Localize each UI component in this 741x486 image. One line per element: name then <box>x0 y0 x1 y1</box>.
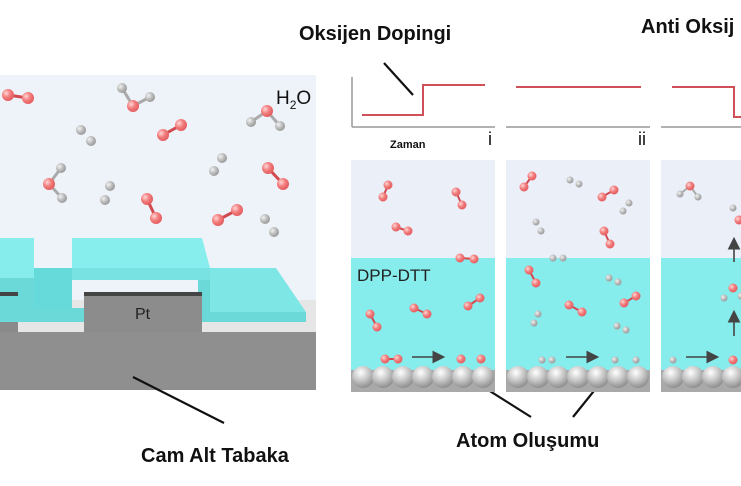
h2o-label-h: H <box>276 88 290 109</box>
oxygen-atom <box>728 355 738 365</box>
polymer-label: DPP-DTT <box>357 266 431 285</box>
o2-molecule <box>597 185 619 202</box>
doping-signal-step-down <box>672 86 741 118</box>
oh-fragment <box>729 204 741 225</box>
oxygen-doping-label: Oksijen Dopingi <box>299 23 452 45</box>
h2-molecule <box>566 176 583 188</box>
panel-i <box>351 160 495 392</box>
o2-molecule <box>365 309 382 332</box>
doping-pointer-line <box>383 62 414 96</box>
surface-atoms <box>662 366 741 388</box>
doping-profile-iii <box>661 86 741 128</box>
o2-molecule <box>455 253 479 264</box>
h2o-label-sub: 2 <box>289 97 297 112</box>
doping-signal-step-up <box>362 84 485 116</box>
adsorbed-o2 <box>380 354 403 364</box>
h2-molecule <box>100 181 115 205</box>
o2-molecule <box>262 162 289 190</box>
o2-molecule <box>409 303 432 319</box>
glass-substrate-front <box>0 330 316 390</box>
polymer-top-main <box>72 238 210 268</box>
h2-molecule <box>530 310 542 327</box>
h2-molecule <box>605 274 622 286</box>
h2-molecule <box>549 254 567 262</box>
polymer-right-slab <box>210 268 306 312</box>
hydrogen-atom <box>611 356 619 364</box>
atom-formation-label: Atom Oluşumu <box>456 430 600 452</box>
polymer-channel <box>34 268 72 308</box>
h2o-molecule <box>43 163 67 203</box>
air-molecules <box>2 83 289 237</box>
panel-ii-label: ii <box>638 129 646 149</box>
o2-molecule <box>524 265 541 288</box>
o2-molecule <box>451 187 467 210</box>
substrate-pointer-line <box>132 376 225 424</box>
o2-molecule <box>378 180 393 202</box>
h2-molecule <box>76 125 96 146</box>
pt-electrode <box>84 296 202 332</box>
device-scene <box>0 75 316 390</box>
o2-molecule <box>157 119 187 141</box>
h2o-molecule <box>246 105 285 131</box>
h2-molecule <box>619 199 633 215</box>
pt-electrode-label: Pt <box>135 306 151 323</box>
oxygen-atom <box>476 354 486 364</box>
hydrogen-atom <box>632 356 640 364</box>
panel-iii <box>661 160 741 392</box>
polymer-block-left <box>0 238 34 278</box>
o2-molecule <box>599 226 615 249</box>
h2o-molecule <box>720 283 741 302</box>
h2-molecule <box>209 153 227 176</box>
time-axis-label: Zaman <box>390 139 426 151</box>
h2o-molecule <box>676 181 702 201</box>
o2-molecule <box>519 171 537 192</box>
doping-profile-ii <box>506 86 650 128</box>
panel-ii <box>506 160 650 392</box>
oxygen-atom <box>456 354 466 364</box>
surface-atoms <box>352 366 494 388</box>
hydrogen-atom <box>669 356 677 364</box>
o2-molecule <box>2 89 34 104</box>
o2-molecule <box>212 204 243 226</box>
o2-molecule <box>463 293 485 311</box>
polymer-layer <box>661 258 741 370</box>
anti-oxygen-label: Anti Oksij <box>641 16 735 38</box>
h2o-molecule <box>117 83 155 112</box>
surface-atoms <box>507 366 649 388</box>
doping-profile-i <box>351 77 495 128</box>
o2-molecule <box>619 291 641 308</box>
panel-i-label: i <box>488 129 492 149</box>
o2-molecule <box>564 300 587 317</box>
h2o-label: H2O <box>276 88 311 112</box>
adsorbed-h2 <box>538 356 556 364</box>
glass-substrate-label: Cam Alt Tabaka <box>141 445 289 467</box>
o2-molecule <box>141 193 162 224</box>
h2-molecule <box>260 214 279 237</box>
h2o-label-o: O <box>296 88 312 109</box>
h2-molecule <box>613 322 630 334</box>
o2-molecule <box>391 222 413 236</box>
h2-molecule <box>532 218 545 235</box>
